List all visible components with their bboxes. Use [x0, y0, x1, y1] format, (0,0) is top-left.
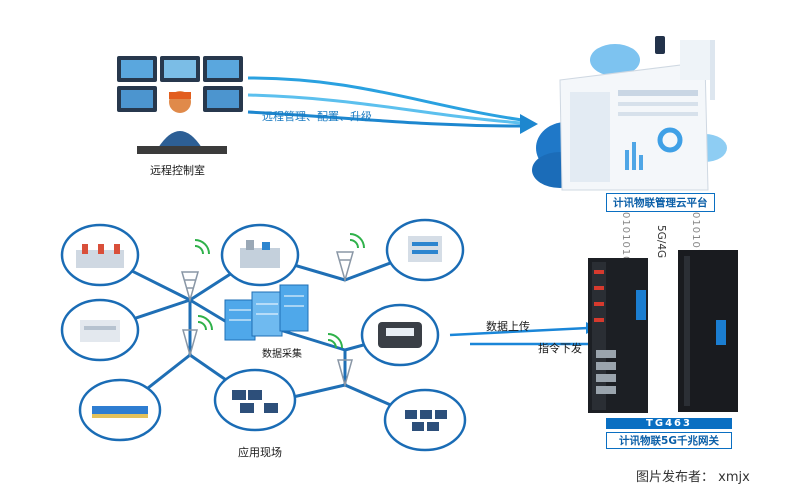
- gateway-icon: [588, 250, 738, 413]
- control-room-label: 远程控制室: [150, 164, 205, 177]
- factory-icon: [240, 240, 280, 268]
- substation-icon: [76, 244, 124, 268]
- remote-link-label: 远程管理、配置、升级: [262, 110, 372, 123]
- solar-panel-icon: [232, 390, 278, 413]
- pipeline-icon: [92, 406, 148, 418]
- cloud-platform-label: 计讯物联管理云平台: [606, 193, 715, 212]
- control-room: [112, 52, 247, 162]
- uplink-tech-label: 5G/4G: [655, 225, 667, 259]
- site-label: 应用现场: [238, 446, 282, 459]
- field-network: [60, 218, 467, 452]
- cloud-platform: [530, 30, 790, 200]
- data-center-icon: [224, 284, 309, 341]
- data-collection-label: 数据采集: [262, 349, 302, 360]
- gateway-model: TG463: [606, 418, 732, 429]
- monitor-wall-icon: [117, 56, 243, 154]
- uplink-bits-left: 0101010: [620, 212, 631, 264]
- data-upload-label: 数据上传: [486, 320, 530, 333]
- warehouse-icon: [80, 320, 120, 342]
- building-icon: [408, 236, 442, 262]
- tower-icon: [181, 251, 354, 388]
- credit-text: 图片发布者： xmjx: [636, 470, 750, 485]
- solar-farm-icon: [405, 410, 447, 431]
- gateway-description: 计讯物联5G千兆网关: [606, 432, 732, 449]
- engine-icon: [378, 322, 422, 348]
- uplink-bits-right: 0101010: [690, 212, 701, 264]
- gateway-devices: [588, 250, 748, 415]
- command-down-label: 指令下发: [538, 342, 582, 355]
- cloud-icon: [532, 36, 727, 191]
